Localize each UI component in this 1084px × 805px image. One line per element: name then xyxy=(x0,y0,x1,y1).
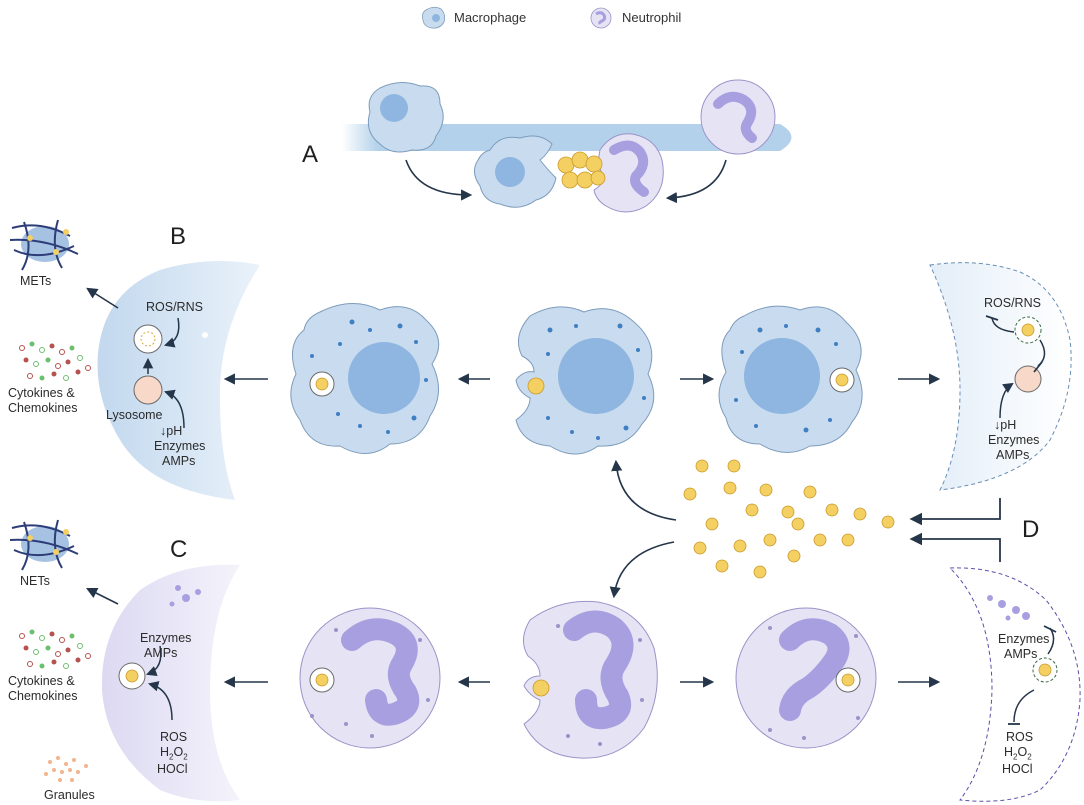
blood-vessel xyxy=(342,124,792,151)
inhibit-bar-d-lys xyxy=(1033,361,1043,373)
vesicle-dot xyxy=(202,332,208,338)
neutrophil-engulfing xyxy=(523,600,658,759)
phagosome-b xyxy=(133,324,163,354)
cytokines-dots-bottom xyxy=(19,629,91,669)
mets-network-icon xyxy=(9,219,79,271)
d-n-h2o2-sub1: 2 xyxy=(1013,752,1018,762)
c-h2o2-h: H xyxy=(160,745,170,759)
d-n-h2o2-label: H2O2 xyxy=(1004,745,1032,765)
granule-dot xyxy=(195,589,201,595)
panel-label-d: D xyxy=(1022,516,1040,543)
d-n-h2o2-sub2: 2 xyxy=(1027,752,1032,762)
c-amps-label: AMPs xyxy=(144,646,178,660)
c-ros-label: ROS xyxy=(160,730,188,744)
nets-label: NETs xyxy=(20,574,50,588)
arrow-b-ph xyxy=(164,389,185,429)
d-ph-label: ↓pH xyxy=(994,418,1017,432)
inhibit-bar-d-ros xyxy=(985,315,999,321)
bacteria-cloud xyxy=(683,459,895,579)
neutrophil-phagocytosing xyxy=(593,133,664,213)
macrophage-phagocytosing xyxy=(474,135,557,208)
arrow-d-ph xyxy=(999,382,1014,419)
granule-dot xyxy=(1005,615,1011,621)
d-n-hocl-label: HOCl xyxy=(1002,762,1033,776)
neutrophil-left-half xyxy=(101,564,241,802)
c-enzymes-label: Enzymes xyxy=(140,631,192,645)
chemokines-label-bottom: Chemokines xyxy=(8,689,78,703)
panel-label-b: B xyxy=(170,223,187,250)
inhibit-d-ros-neu xyxy=(1013,689,1035,723)
panel-label-c: C xyxy=(170,536,188,563)
neutrophil-with-phagosome-right xyxy=(735,607,877,749)
d-enzymes-label: Enzymes xyxy=(988,433,1040,447)
cytokines-label-top: Cytokines & xyxy=(8,386,75,400)
macrophage-circulating xyxy=(367,82,444,153)
granule-dot xyxy=(1012,606,1020,614)
granule-dot xyxy=(169,601,175,607)
arrow-a-right xyxy=(665,159,727,204)
cytokines-dots-top xyxy=(19,341,91,381)
legend-macrophage-icon xyxy=(422,6,445,29)
lysosome-b xyxy=(133,375,163,405)
d-amps-label: AMPs xyxy=(996,448,1030,462)
bacterium-in-phagosome-d xyxy=(1021,323,1035,337)
granule-dot xyxy=(1022,612,1030,620)
arrow-d-upper xyxy=(909,498,1001,526)
b-amps-label: AMPs xyxy=(162,454,196,468)
arrow-b-ros xyxy=(163,317,180,348)
d-n-h2o2-h: H xyxy=(1004,745,1014,759)
arrow-c-enzymes xyxy=(146,645,162,676)
granules-dots-icon xyxy=(44,756,88,782)
chemokines-label-top: Chemokines xyxy=(8,401,78,415)
arrow-a-left xyxy=(405,159,473,201)
legend-macrophage-label: Macrophage xyxy=(454,10,527,25)
granule-dot xyxy=(998,600,1006,608)
arrow-c-nets xyxy=(85,587,119,605)
c-hocl-label: HOCl xyxy=(157,762,188,776)
c-h2o2-sub1: 2 xyxy=(169,752,174,762)
nets-network-icon xyxy=(9,519,79,571)
arrow-bacteria-to-macrophage xyxy=(611,459,677,521)
c-h2o2-sub2: 2 xyxy=(183,752,188,762)
phagosome-c xyxy=(118,662,146,690)
granule-dot xyxy=(175,585,181,591)
b-enzymes-label: Enzymes xyxy=(154,439,206,453)
bacterium-in-phagosome-d-neutrophil xyxy=(1038,663,1052,677)
d-n-amps-label: AMPs xyxy=(1004,647,1038,661)
lysosome-d xyxy=(1014,365,1042,393)
macrophage-right-half xyxy=(929,262,1072,491)
legend-neutrophil-label: Neutrophil xyxy=(622,10,682,25)
macrophage-engulfing xyxy=(515,306,655,455)
legend-neutrophil-icon xyxy=(590,7,612,29)
d-n-enzymes-label: Enzymes xyxy=(998,632,1050,646)
macrophage-with-phagosome-right xyxy=(718,305,863,453)
arrow-d-lower xyxy=(909,532,1001,562)
c-h2o2-o: O xyxy=(173,745,184,759)
c-h2o2-label: H2O2 xyxy=(160,745,188,765)
granules-label: Granules xyxy=(44,788,95,802)
mets-label: METs xyxy=(20,274,52,288)
arrow-bacteria-to-neutrophil xyxy=(609,541,675,599)
inhibit-bar-d-enzymes xyxy=(1043,625,1057,633)
neutrophil-circulating xyxy=(700,79,776,155)
neutrophil-with-phagosome-left xyxy=(299,607,441,749)
b-ph-label: ↓pH xyxy=(160,424,183,438)
arrow-c-ros xyxy=(147,681,173,721)
cytokines-label-bottom: Cytokines & xyxy=(8,674,75,688)
d-ros-rns-label: ROS/RNS xyxy=(984,296,1041,310)
panel-label-a: A xyxy=(302,141,319,168)
d-n-h2o2-o: O xyxy=(1017,745,1028,759)
granule-dot xyxy=(987,595,993,601)
b-lysosome-label: Lysosome xyxy=(106,408,163,422)
bacteria-cluster-a xyxy=(557,151,606,189)
d-n-ros-label: ROS xyxy=(1006,730,1034,744)
inhibit-d-ros xyxy=(991,317,1015,333)
macrophage-left-half xyxy=(97,261,260,500)
granule-dot xyxy=(182,594,190,602)
b-ros-rns-label: ROS/RNS xyxy=(146,300,203,314)
arrow-b-mets xyxy=(86,287,119,309)
macrophage-with-phagosome-left xyxy=(290,302,440,454)
